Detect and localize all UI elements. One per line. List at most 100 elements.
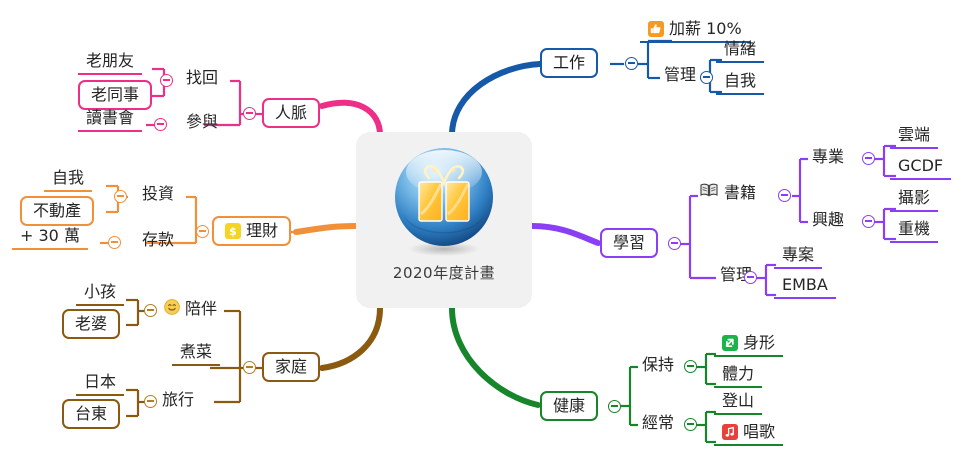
toggle-family-travel[interactable] [144, 395, 157, 408]
branch-label-finance: 理財 [246, 221, 279, 240]
node-label-network-participate: 參與 [186, 112, 219, 131]
toggle-health-keep[interactable] [684, 360, 697, 373]
node-health-stamina[interactable]: 體力 [714, 363, 763, 388]
node-family-japan[interactable]: 日本 [76, 371, 125, 396]
toggle-family[interactable] [243, 361, 256, 374]
thumbs-up-icon [648, 21, 664, 37]
node-learning-photography[interactable]: 攝影 [890, 187, 939, 212]
node-network-book-club[interactable]: 讀書會 [78, 107, 143, 132]
node-family-wife[interactable]: 老婆 [62, 309, 121, 339]
node-label-family-wife: 老婆 [75, 314, 108, 333]
node-label-family-japan: 日本 [84, 372, 117, 391]
node-label-learning-project: 專案 [782, 245, 815, 264]
node-health-hiking[interactable]: 登山 [714, 390, 763, 415]
toggle-work-manage[interactable] [700, 71, 713, 84]
node-label-family-travel: 旅行 [162, 390, 195, 409]
node-finance-invest[interactable]: 投資 [136, 179, 180, 206]
toggle-learning-hobby[interactable] [862, 215, 875, 228]
node-work-raise[interactable]: 加薪 10% [640, 18, 750, 43]
node-family-taitung[interactable]: 台東 [62, 399, 121, 429]
node-health-shape[interactable]: 身形 [714, 332, 784, 357]
toggle-health-often[interactable] [684, 418, 697, 431]
toggle-network[interactable] [243, 107, 256, 120]
node-label-finance-real-estate: 不動產 [33, 201, 82, 220]
branch-label-health: 健康 [553, 396, 586, 415]
toggle-finance[interactable] [196, 225, 209, 238]
toggle-network-reconnect[interactable] [160, 74, 173, 87]
node-learning-books[interactable]: 書籍 [694, 178, 762, 205]
node-family-travel[interactable]: 旅行 [156, 385, 200, 412]
node-label-finance-invest: 投資 [142, 184, 175, 203]
central-topic[interactable]: 2020年度計畫 [356, 132, 532, 308]
toggle-finance-invest[interactable] [114, 190, 127, 203]
dollar-badge-icon: $ [225, 223, 241, 239]
toggle-learning-management[interactable] [744, 271, 757, 284]
node-network-participate[interactable]: 參與 [180, 107, 224, 134]
toggle-learning[interactable] [668, 237, 681, 250]
node-label-learning-photography: 攝影 [898, 188, 931, 207]
node-family-companionship[interactable]: 陪伴 [158, 294, 223, 321]
node-finance-self[interactable]: 自我 [44, 167, 93, 192]
node-work-emotion[interactable]: 情緒 [716, 38, 765, 63]
node-network-old-friends[interactable]: 老朋友 [78, 50, 143, 75]
node-label-work-self: 自我 [724, 71, 757, 90]
toggle-finance-savings[interactable] [108, 236, 121, 249]
branch-label-network: 人脈 [275, 103, 308, 122]
toggle-learning-books[interactable] [778, 189, 791, 202]
node-learning-project[interactable]: 專案 [774, 244, 823, 269]
node-label-network-old-colleagues: 老同事 [91, 85, 140, 104]
open-book-icon [700, 182, 718, 201]
toggle-network-participate[interactable] [154, 118, 167, 131]
node-label-health-hiking: 登山 [722, 391, 755, 410]
node-label-family-kids: 小孩 [84, 282, 117, 301]
node-label-learning-cloud: 雲端 [898, 125, 931, 144]
node-learning-professional[interactable]: 專業 [806, 142, 850, 169]
branch-label-work: 工作 [553, 53, 586, 72]
node-network-reconnect[interactable]: 找回 [180, 63, 224, 90]
branch-node-learning[interactable]: 學習 [600, 228, 659, 258]
node-label-health-often: 經常 [642, 413, 675, 432]
toggle-family-companionship[interactable] [144, 304, 157, 317]
node-network-old-colleagues[interactable]: 老同事 [78, 80, 153, 110]
branch-label-learning: 學習 [613, 233, 646, 252]
node-finance-real-estate[interactable]: 不動產 [20, 196, 95, 226]
node-label-finance-amount: + 30 萬 [20, 226, 80, 245]
node-label-work-emotion: 情緒 [724, 39, 757, 58]
branch-node-work[interactable]: 工作 [540, 48, 599, 78]
node-learning-emba[interactable]: EMBA [774, 274, 836, 299]
node-label-learning-gcdf: GCDF [898, 156, 944, 175]
node-label-health-keep: 保持 [642, 355, 675, 374]
toggle-work[interactable] [625, 57, 638, 70]
node-label-learning-hobby: 興趣 [812, 210, 845, 229]
node-label-family-taitung: 台東 [75, 404, 108, 423]
node-learning-cloud[interactable]: 雲端 [890, 124, 939, 149]
branch-node-finance[interactable]: $ 理財 [212, 216, 292, 246]
branch-node-health[interactable]: 健康 [540, 391, 599, 421]
central-topic-label: 2020年度計畫 [392, 264, 496, 282]
branch-node-network[interactable]: 人脈 [262, 98, 321, 128]
node-learning-hobby[interactable]: 興趣 [806, 205, 850, 232]
branch-node-family[interactable]: 家庭 [262, 352, 321, 382]
node-finance-savings[interactable]: 存款 [136, 225, 180, 252]
node-label-finance-savings: 存款 [142, 230, 175, 249]
node-family-cooking[interactable]: 煮菜 [172, 341, 221, 366]
node-label-network-book-club: 讀書會 [86, 108, 135, 127]
gift-ball-icon [385, 142, 503, 260]
node-label-family-companionship: 陪伴 [185, 299, 218, 318]
toggle-health[interactable] [608, 400, 621, 413]
node-health-often[interactable]: 經常 [636, 408, 680, 435]
toggle-learning-professional[interactable] [862, 152, 875, 165]
node-learning-gcdf[interactable]: GCDF [890, 155, 952, 180]
node-finance-amount[interactable]: + 30 萬 [12, 225, 88, 250]
node-label-family-cooking: 煮菜 [180, 342, 213, 361]
node-label-health-shape: 身形 [743, 333, 776, 352]
node-learning-motorcycle[interactable]: 重機 [890, 218, 939, 243]
node-health-singing[interactable]: 唱歌 [714, 421, 784, 446]
node-work-self[interactable]: 自我 [716, 70, 765, 95]
node-label-work-raise: 加薪 10% [669, 19, 742, 38]
node-label-learning-emba: EMBA [782, 275, 828, 294]
music-note-icon [722, 424, 738, 440]
node-work-manage[interactable]: 管理 [658, 60, 702, 87]
node-health-keep[interactable]: 保持 [636, 350, 680, 377]
node-family-kids[interactable]: 小孩 [76, 281, 125, 306]
